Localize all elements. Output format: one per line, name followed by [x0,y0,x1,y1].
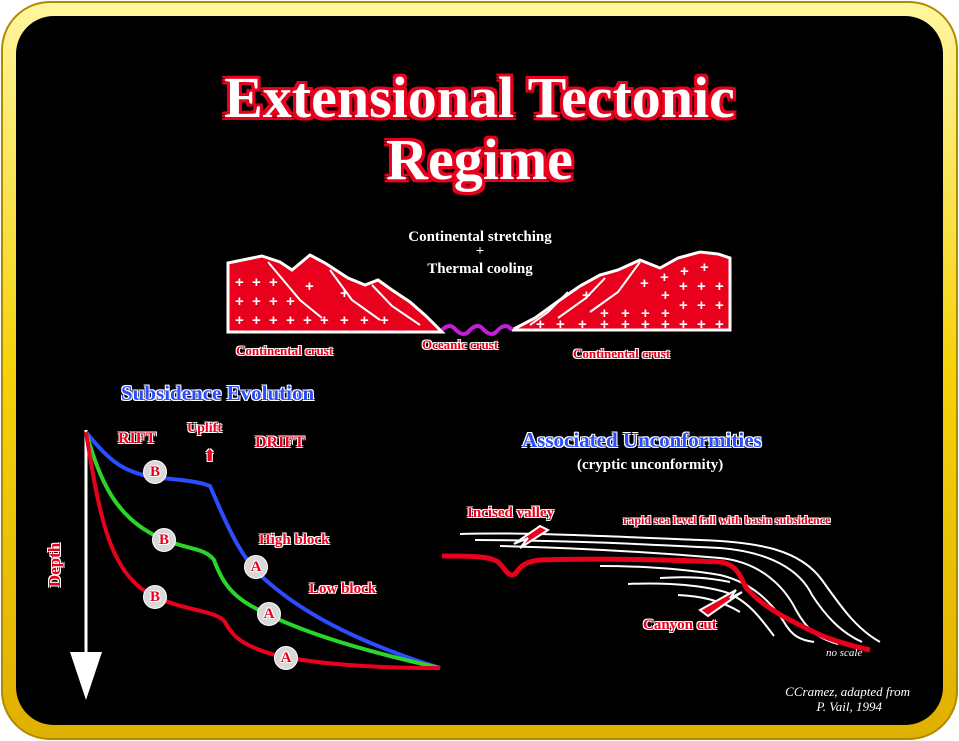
svg-text:+: + [697,316,706,333]
svg-text:+: + [380,312,389,329]
svg-text:+: + [715,297,724,314]
svg-text:+: + [700,259,709,276]
left-continental-crust-label: Continental crust [236,343,334,358]
svg-text:+: + [715,278,724,295]
oceanic-crust-wave [440,324,514,336]
sea-level-fall-label: rapid sea level fall with basin subsiden… [623,513,831,527]
svg-text:+: + [582,287,591,304]
marker-a-low: A [274,646,298,670]
page-title-line1: Extensional Tectonic [224,65,735,130]
crust-caption-line2: Thermal cooling [427,261,533,277]
svg-text:+: + [556,316,565,333]
subsidence-heading: Subsidence Evolution [121,381,315,405]
svg-text:+: + [600,305,609,322]
credit-line2: P. Vail, 1994 [816,699,883,714]
no-scale-label: no scale [826,647,863,659]
canyon-cut-label: Canyon cut [643,617,717,633]
svg-text:+: + [640,275,649,292]
marker-a-mid: A [257,602,281,626]
svg-text:+: + [235,274,244,291]
mid-block-curve [84,431,441,670]
crust-cross-section: +++ ++++ +++++++++ ++ ++++ ++++ ++++++++… [226,250,732,336]
crust-caption-plus: + [476,244,484,259]
unconformities-subheading: (cryptic unconformity) [577,457,724,473]
page-title-line2: Regime [386,127,573,192]
unconformities-heading: Associated Unconformities [522,428,762,452]
svg-text:+: + [679,278,688,295]
svg-text:+: + [578,316,587,333]
svg-text:+: + [269,274,278,291]
svg-text:+: + [235,312,244,329]
svg-text:+: + [252,312,261,329]
svg-text:+: + [286,293,295,310]
credit-line1: CCramez, adapted from [785,684,910,699]
crust-caption-line1: Continental stretching [408,229,552,245]
svg-text:+: + [697,278,706,295]
svg-text:+: + [600,316,609,333]
svg-text:+: + [286,312,295,329]
depth-axis-label: Depth [45,542,65,588]
canyon-cut-arrow [698,589,743,618]
svg-text:+: + [621,316,630,333]
low-block-label: Low block [309,581,377,597]
marker-b-mid: B [152,528,176,552]
marker-b-low: B [143,585,167,609]
low-block-curve [84,431,441,670]
svg-text:+: + [360,312,369,329]
incised-valley-label: Incised valley [467,505,555,521]
rift-label: RIFT [118,430,157,447]
depth-arrow-head [70,652,102,700]
svg-text:+: + [303,312,312,329]
uplift-label: Uplift [187,421,222,436]
high-block-curve [84,430,441,670]
svg-text:+: + [697,297,706,314]
svg-text:+: + [235,293,244,310]
svg-text:+: + [679,297,688,314]
incised-valley-arrow [513,524,551,549]
svg-text:+: + [252,293,261,310]
uplift-arrow-icon: ⬆ [203,448,217,465]
svg-text:+: + [305,278,314,295]
drift-label: DRIFT [255,434,305,451]
svg-text:+: + [715,316,724,333]
svg-text:+: + [340,285,349,302]
unconformity-surface [441,553,871,653]
svg-text:+: + [269,312,278,329]
svg-text:+: + [679,316,688,333]
svg-text:+: + [320,312,329,329]
svg-text:+: + [661,287,670,304]
right-continental-crust-label: Continental crust [573,346,671,361]
subsidence-plot [70,430,441,700]
high-block-label: High block [259,532,330,548]
svg-text:+: + [269,293,278,310]
svg-text:+: + [252,274,261,291]
left-continental-block [226,253,446,334]
svg-text:+: + [641,305,650,322]
svg-text:+: + [621,305,630,322]
oceanic-crust-label: Oceanic crust [422,337,499,352]
marker-a-high: A [244,555,268,579]
svg-text:+: + [641,316,650,333]
svg-text:+: + [661,316,670,333]
svg-text:+: + [661,305,670,322]
svg-text:+: + [680,263,689,280]
svg-text:+: + [536,316,545,333]
marker-b-high: B [143,460,167,484]
svg-text:+: + [660,269,669,286]
svg-text:+: + [340,312,349,329]
